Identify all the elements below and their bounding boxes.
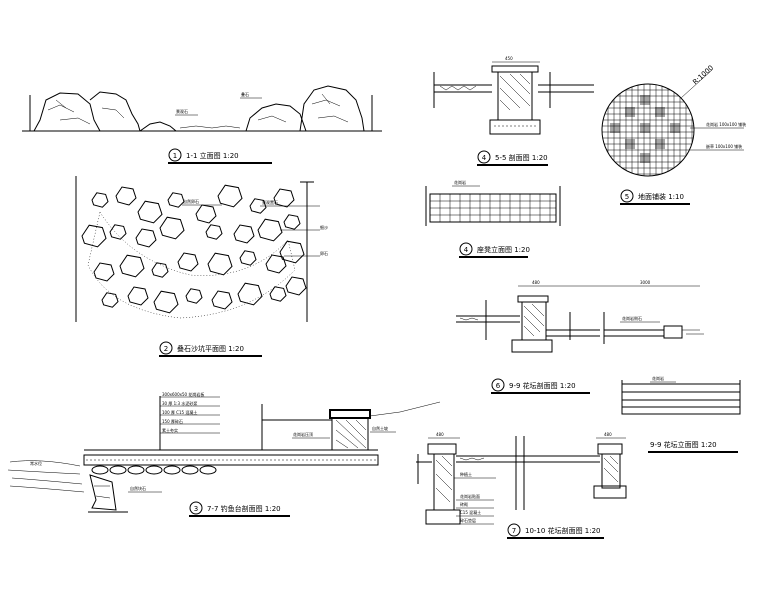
svg-text:种植土: 种植土 bbox=[460, 471, 472, 477]
svg-text:花岗岩压顶: 花岗岩压顶 bbox=[293, 431, 313, 437]
title-9: 7 10-10 花坛剖面图 1:20 bbox=[507, 523, 604, 539]
svg-text:景观置石: 景观置石 bbox=[262, 199, 278, 205]
svg-text:480: 480 bbox=[604, 432, 612, 437]
svg-text:自然卵石: 自然卵石 bbox=[183, 198, 199, 204]
svg-text:砖砌: 砖砌 bbox=[460, 501, 468, 507]
title-7: 6 9-9 花坛剖面图 1:20 bbox=[491, 378, 590, 394]
svg-text:2: 2 bbox=[164, 345, 168, 353]
svg-text:100 厚 C15 混凝土: 100 厚 C15 混凝土 bbox=[162, 409, 197, 415]
svg-text:480: 480 bbox=[436, 432, 444, 437]
svg-text:嵌草 100x100 铺装: 嵌草 100x100 铺装 bbox=[706, 143, 742, 149]
svg-text:150 厚碎石: 150 厚碎石 bbox=[162, 418, 183, 424]
svg-text:碎石垫层: 碎石垫层 bbox=[460, 517, 476, 523]
title-8-text: 9-9 花坛立面图 1:20 bbox=[650, 440, 717, 449]
title-9-text: 10-10 花坛剖面图 1:20 bbox=[525, 526, 601, 535]
section-5-5: 450 bbox=[433, 56, 594, 135]
svg-text:450: 450 bbox=[505, 56, 513, 61]
svg-text:7: 7 bbox=[512, 527, 516, 535]
title-6-text: 地面铺装 1:10 bbox=[638, 192, 684, 201]
section-7-7: 常水位 300x600x50 花岗岩板 30 厚 1:3 水泥砂浆 100 厚 … bbox=[7, 391, 441, 513]
svg-text:5: 5 bbox=[625, 193, 629, 201]
elevation-1-1: 景观石 叠石 bbox=[22, 85, 382, 132]
svg-text:叠石: 叠石 bbox=[241, 92, 249, 97]
title-1-text: 1-1 立面图 1:20 bbox=[186, 151, 239, 160]
title-2-text: 叠石沙坑平面图 1:20 bbox=[177, 344, 244, 353]
svg-text:4: 4 bbox=[464, 246, 469, 254]
svg-text:花岗岩侧石: 花岗岩侧石 bbox=[622, 315, 642, 321]
svg-text:3000: 3000 bbox=[640, 280, 651, 285]
svg-text:素土夯实: 素土夯实 bbox=[162, 427, 178, 433]
paving-grid bbox=[602, 84, 694, 176]
svg-text:细沙: 细沙 bbox=[320, 224, 328, 230]
svg-text:300x600x50 花岗岩板: 300x600x50 花岗岩板 bbox=[162, 391, 204, 397]
svg-text:花岗岩贴面: 花岗岩贴面 bbox=[460, 493, 480, 499]
section-10-10: 种植土 花岗岩贴面 砖砌 C15 混凝土 碎石垫层 480 480 bbox=[416, 432, 627, 525]
svg-text:480: 480 bbox=[532, 280, 540, 285]
svg-text:C15 混凝土: C15 混凝土 bbox=[460, 509, 481, 515]
title-3: 3 7-7 钓鱼台剖面图 1:20 bbox=[189, 501, 290, 517]
section-9-9: 480 3000 花岗岩侧石 bbox=[456, 280, 704, 353]
svg-text:自然块石: 自然块石 bbox=[130, 485, 146, 491]
svg-text:6: 6 bbox=[496, 382, 501, 390]
svg-text:花岗岩 100x100 铺装: 花岗岩 100x100 铺装 bbox=[706, 121, 746, 127]
svg-text:卵石: 卵石 bbox=[320, 250, 328, 256]
rock-outlines bbox=[81, 184, 307, 314]
title-3-text: 7-7 钓鱼台剖面图 1:20 bbox=[207, 504, 281, 513]
title-6: 5 地面铺装 1:10 bbox=[620, 189, 690, 205]
svg-text:景观石: 景观石 bbox=[176, 108, 188, 114]
svg-text:自然土坡: 自然土坡 bbox=[372, 425, 388, 431]
svg-text:30 厚 1:3 水泥砂浆: 30 厚 1:3 水泥砂浆 bbox=[162, 400, 197, 406]
title-7-text: 9-9 花坛剖面图 1:20 bbox=[509, 381, 576, 390]
plan-sandpit: 自然卵石 景观置石 细沙 卵石 bbox=[75, 176, 328, 322]
title-2: 2 叠石沙坑平面图 1:20 bbox=[159, 341, 262, 357]
title-8: 9-9 花坛立面图 1:20 bbox=[648, 440, 738, 453]
title-5: 4 座凳立面图 1:20 bbox=[459, 242, 530, 258]
title-4-text: 5-5 剖面图 1:20 bbox=[495, 153, 548, 162]
planter-elevation: 花岗岩 bbox=[621, 375, 741, 415]
title-4: 4 5-5 剖面图 1:20 bbox=[477, 150, 548, 166]
bench-elevation: 花岗岩 bbox=[425, 179, 561, 226]
svg-text:3: 3 bbox=[194, 505, 198, 513]
svg-text:花岗岩: 花岗岩 bbox=[652, 375, 664, 381]
bench-grid bbox=[429, 193, 557, 223]
round-paving: R:1000 花岗岩 100x100 铺装 嵌草 100x100 铺装 bbox=[601, 64, 746, 177]
svg-text:常水位: 常水位 bbox=[30, 460, 42, 466]
title-5-text: 座凳立面图 1:20 bbox=[477, 245, 530, 254]
svg-text:1: 1 bbox=[173, 152, 177, 160]
radius-label: R:1000 bbox=[691, 64, 715, 87]
svg-text:4: 4 bbox=[482, 154, 487, 162]
svg-text:花岗岩: 花岗岩 bbox=[454, 179, 466, 185]
cobble-course bbox=[91, 465, 217, 475]
title-1: 1 1-1 立面图 1:20 bbox=[168, 148, 272, 164]
